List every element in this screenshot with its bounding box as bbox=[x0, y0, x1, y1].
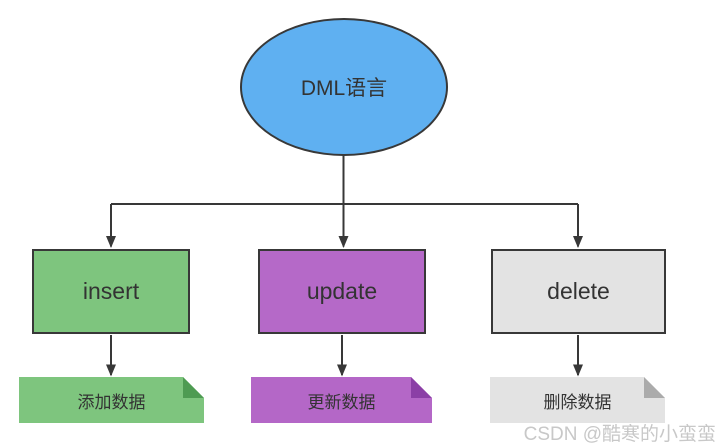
node-update: update bbox=[258, 249, 426, 334]
node-update-label: update bbox=[306, 278, 378, 304]
note-add-data-label: 添加数据 bbox=[77, 392, 146, 412]
note-update-data: 更新数据 bbox=[251, 377, 432, 423]
note-delete-data: 删除数据 bbox=[490, 377, 665, 423]
note-add-data: 添加数据 bbox=[19, 377, 204, 423]
note-delete-data-label: 删除数据 bbox=[543, 392, 612, 412]
node-delete-label: delete bbox=[547, 278, 610, 304]
note-update-data-label: 更新数据 bbox=[307, 392, 376, 412]
watermark: CSDN @酷寒的小蛮蛮 bbox=[523, 424, 716, 445]
node-dml: DML语言 bbox=[240, 18, 448, 156]
node-dml-label: DML语言 bbox=[300, 77, 388, 100]
node-insert: insert bbox=[32, 249, 190, 334]
node-delete: delete bbox=[491, 249, 666, 334]
note-add-data-body bbox=[19, 377, 204, 423]
node-insert-label: insert bbox=[82, 278, 140, 304]
note-update-data-body bbox=[251, 377, 432, 423]
note-delete-data-body bbox=[490, 377, 665, 423]
